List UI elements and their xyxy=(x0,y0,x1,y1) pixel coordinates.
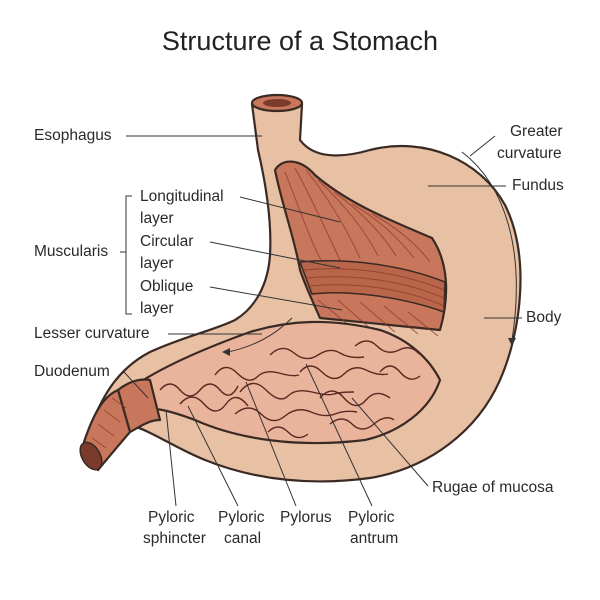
labels: Esophagus Greater curvature Fundus Longi… xyxy=(34,123,564,547)
svg-text:layer: layer xyxy=(140,255,174,272)
longitudinal-fibers xyxy=(284,167,431,263)
label-esophagus: Esophagus xyxy=(34,127,112,144)
duodenum-opening xyxy=(79,441,103,471)
svg-text:curvature: curvature xyxy=(497,145,562,162)
label-greater-curvature: Greater xyxy=(510,123,563,140)
label-body: Body xyxy=(526,309,562,326)
label-circular-layer: Circular xyxy=(140,233,193,250)
stomach-illustration xyxy=(79,93,522,483)
mucosa-region xyxy=(120,320,442,445)
greater-curvature-arrowhead xyxy=(508,338,516,346)
muscularis-bracket xyxy=(120,195,132,315)
label-lesser-curvature: Lesser curvature xyxy=(34,325,149,342)
svg-text:antrum: antrum xyxy=(350,530,398,547)
svg-text:sphincter: sphincter xyxy=(143,530,206,547)
label-oblique-layer: Oblique xyxy=(140,278,193,295)
label-pyloric-antrum: Pyloric xyxy=(348,509,395,526)
svg-text:layer: layer xyxy=(140,210,174,227)
label-longitudinal-layer: Longitudinal xyxy=(140,188,224,205)
pyloric-sphincter xyxy=(116,378,162,434)
diagram-title: Structure of a Stomach xyxy=(162,26,438,56)
circular-fibers xyxy=(303,268,445,307)
label-pylorus: Pylorus xyxy=(280,509,332,526)
label-duodenum: Duodenum xyxy=(34,363,110,380)
lesser-curvature-arrowhead xyxy=(222,348,230,356)
svg-text:canal: canal xyxy=(224,530,261,547)
lesser-curvature-arrow xyxy=(227,317,293,353)
greater-curvature-arrow xyxy=(461,151,517,341)
label-fundus: Fundus xyxy=(512,177,564,194)
rugae-folds xyxy=(159,340,421,439)
label-rugae: Rugae of mucosa xyxy=(432,479,554,496)
label-muscularis: Muscularis xyxy=(34,243,108,260)
circular-layer-band xyxy=(298,260,446,314)
label-pyloric-sphincter: Pyloric xyxy=(148,509,195,526)
svg-text:layer: layer xyxy=(140,300,174,317)
oblique-fibers xyxy=(317,299,439,337)
label-pyloric-canal: Pyloric xyxy=(218,509,265,526)
